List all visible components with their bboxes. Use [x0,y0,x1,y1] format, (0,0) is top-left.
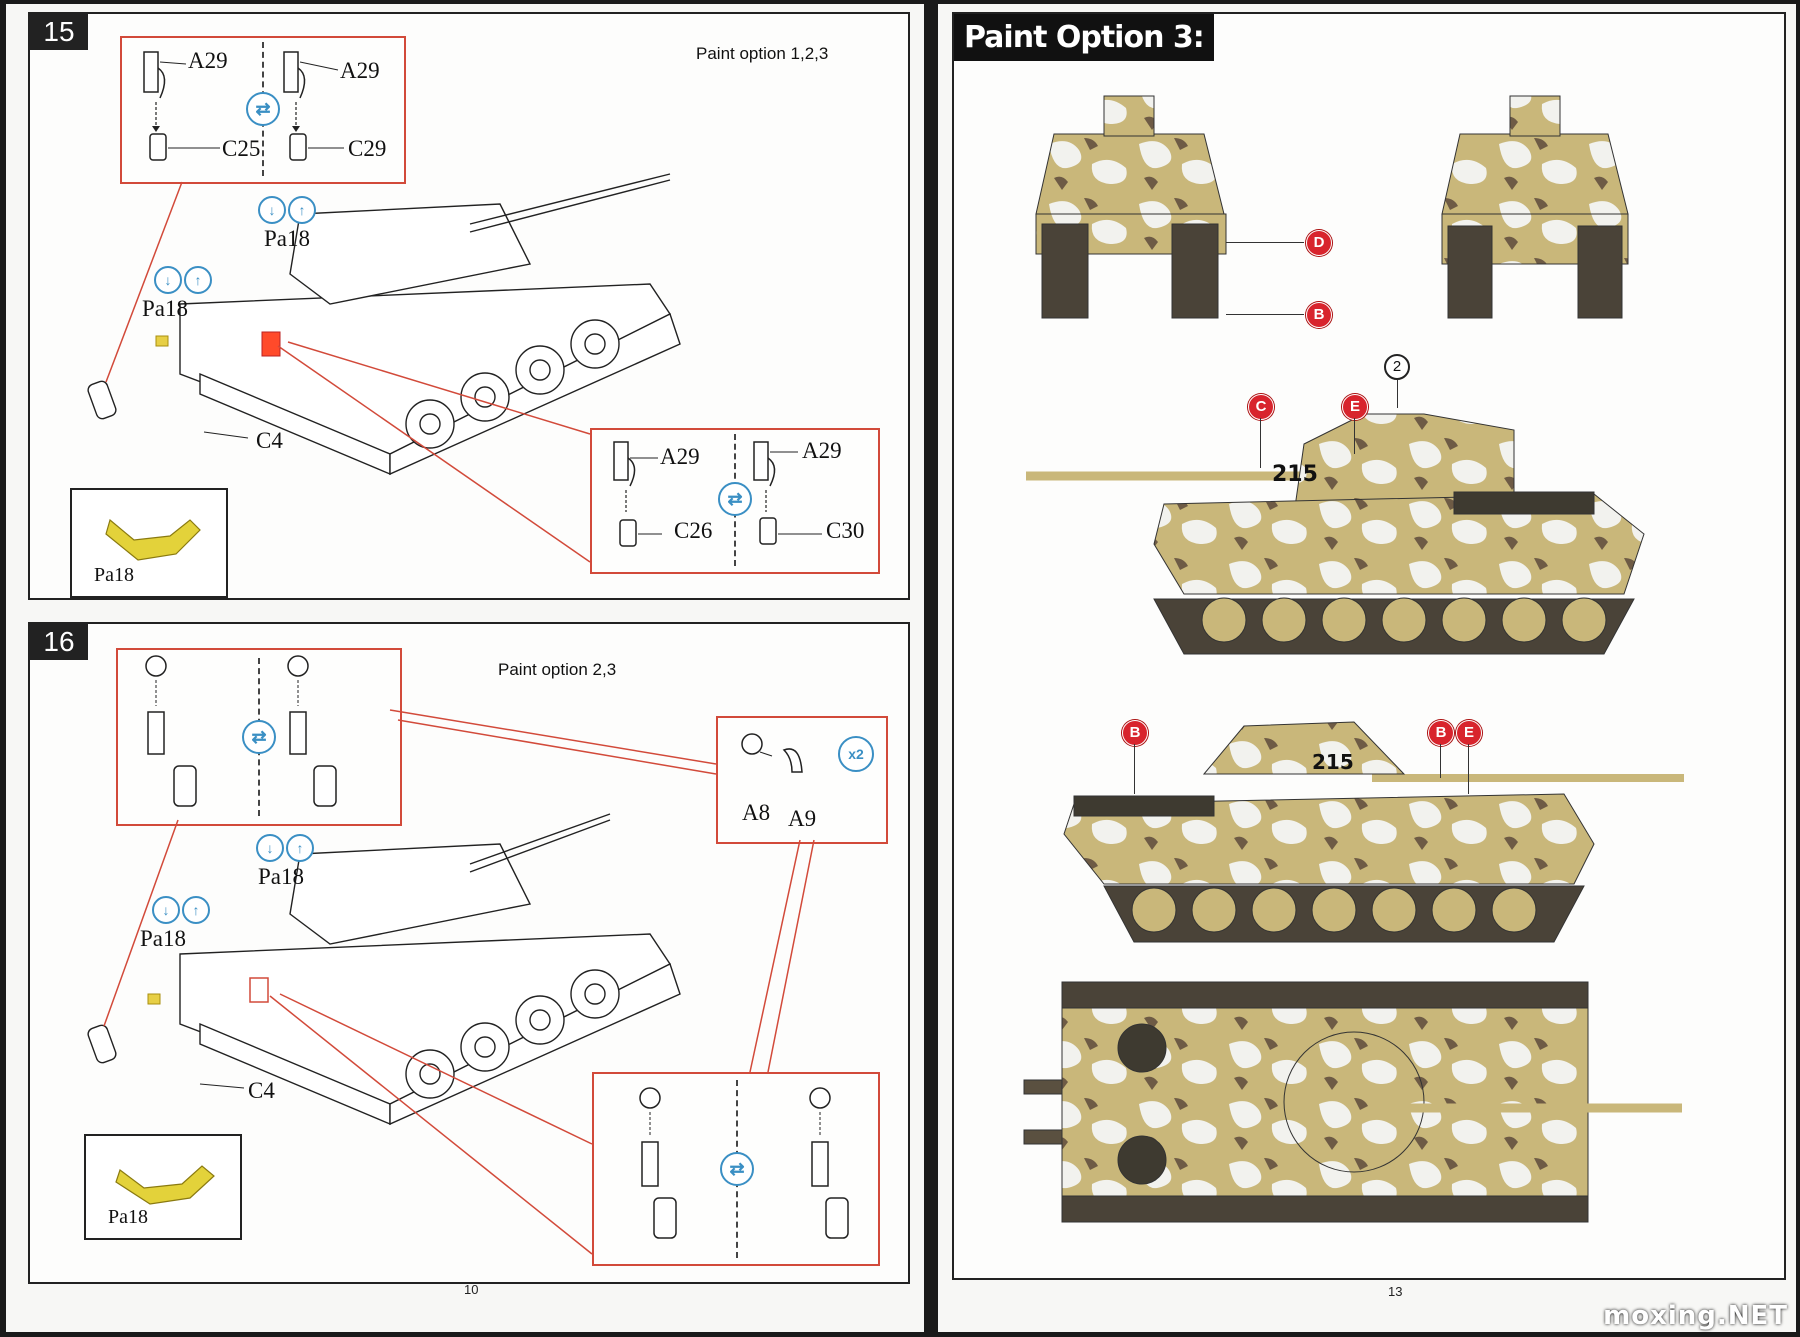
left-side-view [1026,413,1645,655]
page-number: 13 [1388,1284,1403,1299]
step-15-panel: 15 Paint option 1,2,3 A29 [28,12,910,600]
cement-icon: ↑ [182,896,210,924]
part-label: A29 [188,48,228,73]
part-label: C26 [674,518,713,543]
hull-number: 215 [1312,750,1354,774]
paint-option-label: Paint option 2,3 [498,660,617,679]
part-label: Pa18 [142,296,188,321]
exhaust-parts-drawing [639,1087,849,1239]
detail-callout-bottom: ⇄ [592,1072,880,1266]
part-number-marker: 2 [1384,354,1410,380]
page-number: 10 [464,1282,479,1297]
detail-callout-bottom: A29 C26 A29 C30 ⇄ [590,428,880,574]
marker-leader [1468,744,1469,794]
part-label: C25 [222,136,261,161]
glue-icon: ↓ [154,266,182,294]
part-label: C30 [826,518,865,543]
bracket-part-drawing [105,518,201,561]
mirror-assembly-icon: ⇄ [718,482,752,516]
detail-callout-right: A8 A9 x2 [716,716,888,844]
exhaust-parts-drawing [613,441,822,547]
part-label: Pa18 [264,226,310,251]
marker-leader [1354,418,1355,454]
camouflage-profiles [1023,95,1684,1223]
color-marker-c: C [1248,394,1274,420]
part-label: A9 [788,806,817,831]
part-label: Pa18 [140,926,186,951]
mirror-assembly-icon: ⇄ [242,720,276,754]
marker-leader [1226,242,1304,243]
step-number: 15 [30,14,88,50]
mirror-assembly-icon: ⇄ [720,1152,754,1186]
marker-leader [1134,744,1135,794]
part-label: A29 [802,438,842,463]
top-view [1023,981,1682,1223]
color-marker-e: E [1342,394,1368,420]
right-side-view [1063,721,1684,943]
color-marker-d: D [1306,230,1332,256]
step-number: 16 [30,624,88,660]
paint-option-title: Paint Option 3: [954,14,1214,61]
paint-option-label: Paint option 1,2,3 [696,44,829,63]
mirror-assembly-icon: ⇄ [246,92,280,126]
hull-number: 215 [1272,462,1318,487]
cement-icon: ↑ [286,834,314,862]
small-parts-drawing [741,733,803,773]
glue-icon: ↓ [256,834,284,862]
exhaust-parts-drawing [143,51,344,161]
part-label: C4 [256,428,283,453]
front-view [1035,95,1227,319]
part-label: C29 [348,136,387,161]
marker-leader [1260,418,1261,468]
part-label: Pa18 [94,564,134,586]
marker-leader [1226,314,1304,315]
detail-callout-top: A29 C25 A29 C29 ⇄ [120,36,406,184]
tank-assembly-drawing [87,173,681,563]
part-label: Pa18 [108,1206,148,1228]
instruction-page-left: 15 Paint option 1,2,3 A29 [6,4,924,1332]
tank-assembly-drawing [87,709,815,1255]
part-inset: Pa18 [70,488,228,598]
color-marker-b: B [1122,720,1148,746]
marker-leader [1440,744,1441,778]
quantity-x2-icon: x2 [838,736,874,772]
instruction-page-right: Paint Option 3: [938,4,1796,1332]
part-label: C4 [248,1078,275,1103]
marker-leader [1397,380,1398,408]
watermark-logo: moxing.NET [1603,1301,1788,1331]
color-marker-b: B [1306,302,1332,328]
exhaust-parts-drawing [145,655,337,807]
color-marker-e: E [1456,720,1482,746]
glue-icon: ↓ [258,196,286,224]
rear-view [1441,95,1629,319]
cement-icon: ↑ [184,266,212,294]
part-label: Pa18 [258,864,304,889]
glue-icon: ↓ [152,896,180,924]
part-inset: Pa18 [84,1134,242,1240]
cement-icon: ↑ [288,196,316,224]
bracket-part-drawing [115,1165,215,1205]
color-marker-b: B [1428,720,1454,746]
step-16-panel: 16 Paint option 2,3 ⇄ A8 A9 [28,622,910,1284]
paint-option-panel: Paint Option 3: [952,12,1786,1280]
detail-callout-top: ⇄ [116,648,402,826]
part-label: A29 [340,58,380,83]
part-label: A29 [660,444,700,469]
part-label: A8 [742,800,771,825]
